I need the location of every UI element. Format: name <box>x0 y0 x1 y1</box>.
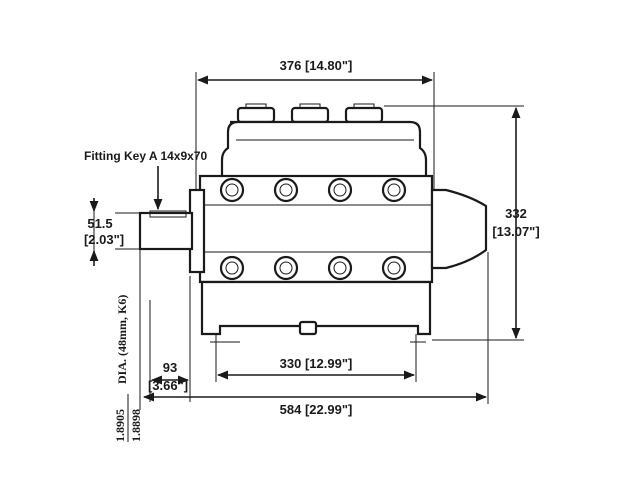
overall-length-label: 584 [22.99"] <box>280 402 353 417</box>
shaft-height-in: [2.03"] <box>84 232 124 247</box>
drive-shaft <box>115 210 194 410</box>
lower-bolt-row <box>219 255 407 281</box>
right-cover <box>430 188 488 270</box>
dim-shaft-offset: 93 [3.66"] <box>148 276 191 402</box>
fitting-key-callout: Fitting Key A 14x9x70 <box>84 149 207 211</box>
lower-housing <box>200 280 432 336</box>
shaft-offset-in: [3.66"] <box>148 378 188 393</box>
pump-body <box>188 103 488 343</box>
drain-plug <box>298 320 318 336</box>
overall-height-in: [13.07"] <box>492 224 539 239</box>
shaft <box>138 211 194 251</box>
shaft-dia-note: DIA. (48mm, K6) <box>115 295 129 384</box>
dim-overall-height: 332 [13.07"] <box>384 105 540 341</box>
mount-spacing-label: 330 [12.99"] <box>280 356 353 371</box>
shaft-dia-max: 1.8905 <box>113 409 127 442</box>
dim-overall-length: 584 [22.99"] <box>142 252 489 417</box>
valve-cap-2 <box>290 106 330 124</box>
shaft-key <box>149 210 187 218</box>
overall-height-mm: 332 <box>505 206 527 221</box>
shaft-offset-mm: 93 <box>163 360 177 375</box>
valve-cap-1 <box>236 106 276 124</box>
dim-mount-spacing: 330 [12.99"] <box>215 334 417 382</box>
valve-cap-3 <box>344 106 384 124</box>
fitting-key-label: Fitting Key A 14x9x70 <box>84 149 207 163</box>
dim-shaft-height: 51.5 [2.03"] <box>84 198 124 266</box>
overall-width-label: 376 [14.80"] <box>280 58 353 73</box>
upper-bolt-row <box>219 177 407 203</box>
shaft-height-mm: 51.5 <box>87 216 112 231</box>
dim-overall-width: 376 [14.80"] <box>195 58 435 190</box>
shaft-diameter-note: DIA. (48mm, K6) 1.8905 1.8898 <box>113 295 143 442</box>
shaft-dia-min: 1.8898 <box>129 409 143 442</box>
